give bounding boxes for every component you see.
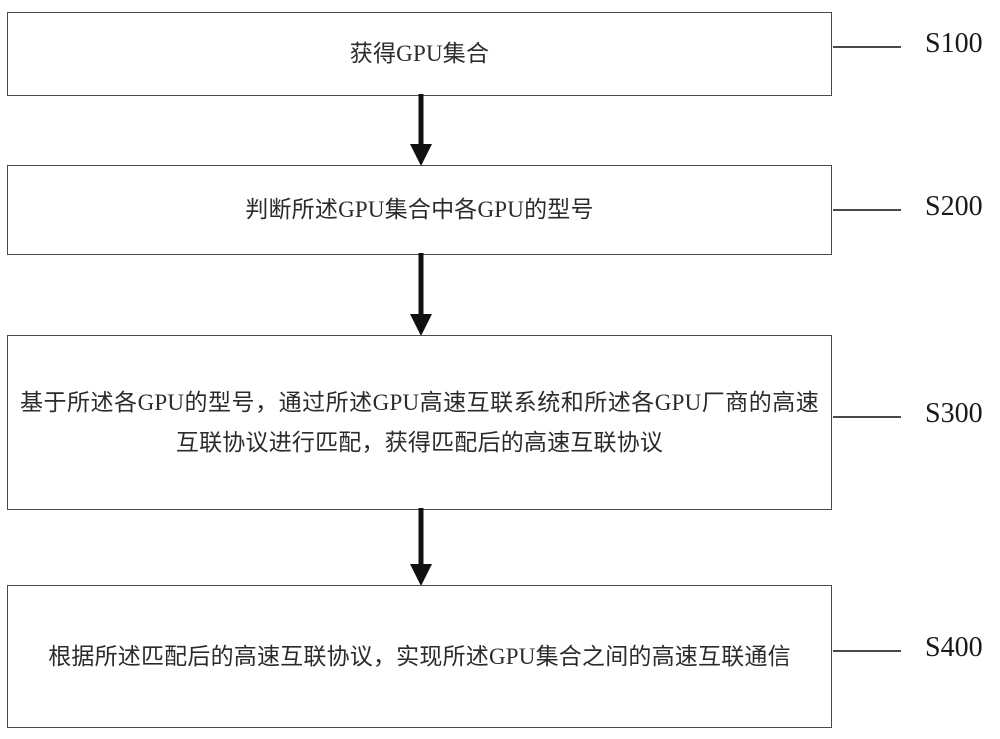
step-label-s300: S300 bbox=[925, 398, 983, 429]
process-box-s200[interactable]: 判断所述GPU集合中各GPU的型号 bbox=[7, 165, 832, 255]
leader-line-s200 bbox=[833, 209, 901, 211]
arrow-s100-to-s200 bbox=[404, 94, 438, 167]
step-label-s100: S100 bbox=[925, 28, 983, 59]
process-box-s100-label: 获得GPU集合 bbox=[349, 41, 490, 66]
process-box-s400[interactable]: 根据所述匹配后的高速互联协议，实现所述GPU集合之间的高速互联通信 bbox=[7, 585, 832, 728]
step-label-s400: S400 bbox=[925, 632, 983, 663]
process-box-s200-label: 判断所述GPU集合中各GPU的型号 bbox=[245, 197, 594, 222]
step-label-s200: S200 bbox=[925, 191, 983, 222]
process-box-s100[interactable]: 获得GPU集合 bbox=[7, 12, 832, 96]
arrow-s300-to-s400 bbox=[404, 508, 438, 587]
arrow-s200-to-s300 bbox=[404, 253, 438, 337]
process-box-s300-label: 基于所述各GPU的型号，通过所述GPU高速互联系统和所述各GPU厂商的高速互联协… bbox=[20, 389, 819, 455]
process-box-s400-label: 根据所述匹配后的高速互联协议，实现所述GPU集合之间的高速互联通信 bbox=[48, 643, 791, 669]
process-box-s300[interactable]: 基于所述各GPU的型号，通过所述GPU高速互联系统和所述各GPU厂商的高速互联协… bbox=[7, 335, 832, 510]
leader-line-s100 bbox=[833, 46, 901, 48]
leader-line-s400 bbox=[833, 650, 901, 652]
leader-line-s300 bbox=[833, 416, 901, 418]
